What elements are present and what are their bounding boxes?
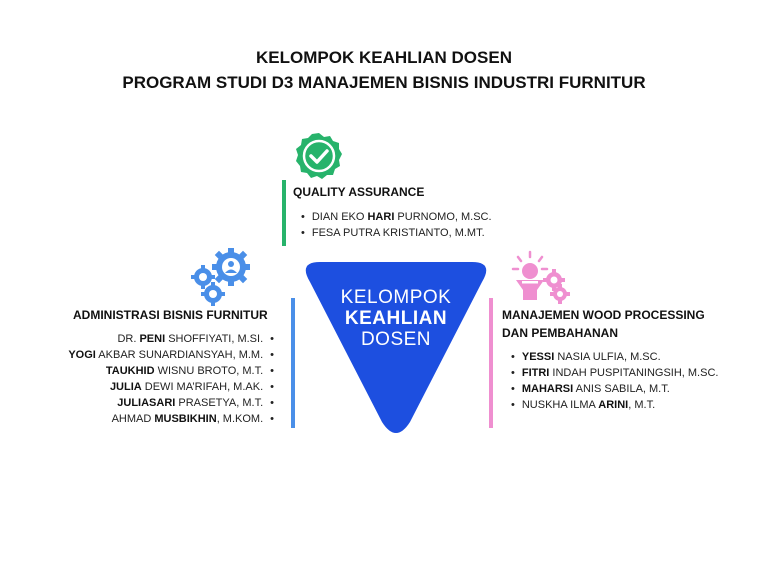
title-line-2: PROGRAM STUDI D3 MANAJEMEN BISNIS INDUST… bbox=[122, 73, 646, 92]
wood-members: YESSI NASIA ULFIA, M.SC. FITRI INDAH PUS… bbox=[511, 349, 719, 413]
title-line-1: KELOMPOK KEAHLIAN DOSEN bbox=[256, 48, 512, 67]
checkmark-badge-icon bbox=[296, 133, 342, 179]
wood-heading-line-2: DAN PEMBAHANAN bbox=[502, 326, 618, 340]
admin-members: DR. PENI SHOFFIYATI, M.SI. YOGI AKBAR SU… bbox=[68, 331, 274, 427]
center-label-line-2: KEAHLIAN bbox=[344, 308, 448, 329]
quality-members: DIAN EKO HARI PURNOMO, M.SC. FESA PUTRA … bbox=[301, 209, 492, 241]
wood-heading-line-1: MANAJEMEN WOOD PROCESSING bbox=[502, 308, 705, 322]
member-item: JULIA DEWI MA’RIFAH, M.AK. bbox=[68, 379, 274, 395]
member-item: NUSKHA ILMA ARINI, M.T. bbox=[511, 397, 718, 413]
lightbulb-gears-icon bbox=[511, 250, 570, 304]
wood-accent-bar bbox=[489, 298, 493, 428]
center-label-line-1: KELOMPOK bbox=[340, 287, 452, 308]
center-label: KELOMPOK KEAHLIAN DOSEN bbox=[313, 287, 479, 350]
admin-heading: ADMINISTRASI BISNIS FURNITUR bbox=[73, 308, 268, 322]
member-item: MAHARSI ANIS SABILA, M.T. bbox=[511, 381, 718, 397]
center-triangle bbox=[305, 262, 487, 433]
member-item: DIAN EKO HARI PURNOMO, M.SC. bbox=[301, 209, 492, 225]
quality-accent-bar bbox=[282, 180, 286, 246]
member-item: FITRI INDAH PUSPITANINGSIH, M.SC. bbox=[511, 365, 719, 381]
member-item: DR. PENI SHOFFIYATI, M.SI. bbox=[68, 331, 274, 347]
member-item: AHMAD MUSBIKHIN, M.KOM. bbox=[68, 411, 274, 427]
center-label-line-3: DOSEN bbox=[360, 329, 432, 350]
member-item: TAUKHID WISNU BROTO, M.T. bbox=[68, 363, 274, 379]
quality-heading: QUALITY ASSURANCE bbox=[293, 185, 425, 199]
member-item: YOGI AKBAR SUNARDIANSYAH, M.M. bbox=[68, 347, 274, 363]
member-item: JULIASARI PRASETYA, M.T. bbox=[68, 395, 274, 411]
member-item: FESA PUTRA KRISTIANTO, M.MT. bbox=[301, 225, 492, 241]
wood-heading: MANAJEMEN WOOD PROCESSING DAN PEMBAHANAN bbox=[502, 306, 705, 342]
page-title: KELOMPOK KEAHLIAN DOSEN PROGRAM STUDI D3… bbox=[0, 45, 768, 95]
member-item: YESSI NASIA ULFIA, M.SC. bbox=[511, 349, 718, 365]
gears-user-icon bbox=[191, 248, 250, 306]
admin-accent-bar bbox=[291, 298, 295, 428]
